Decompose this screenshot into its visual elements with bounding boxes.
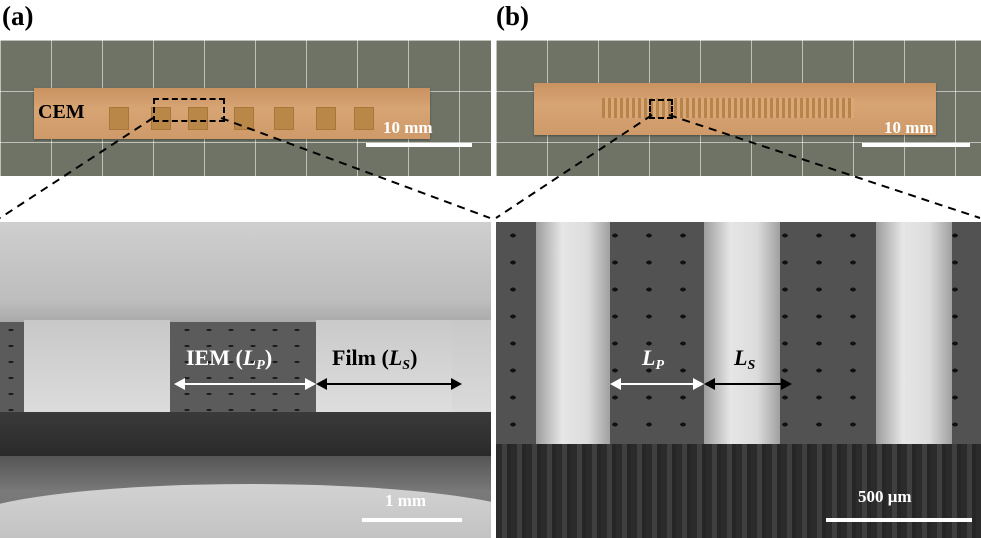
ls-arrow-a — [316, 378, 462, 390]
sem-b-scale-bar — [826, 518, 972, 522]
iem-block — [452, 320, 491, 412]
iem-pad — [274, 107, 294, 130]
panel-b-label: (b) — [496, 1, 529, 31]
membrane-strip-a — [34, 88, 430, 139]
connector-b-right — [668, 114, 981, 219]
panel-b-sem: LP LS 500 μm — [496, 222, 981, 538]
ls-annotation-b: LS — [734, 345, 756, 373]
iem-pad — [109, 107, 129, 130]
membrane-strip-b — [534, 83, 936, 135]
fracture-cross-section — [496, 444, 981, 538]
ls-arrow-b — [704, 378, 792, 390]
photo-b-scale-label: 10 mm — [884, 118, 934, 137]
lp-annotation-b: LP — [642, 345, 665, 373]
iem-stripe — [536, 222, 610, 444]
connector-a-left — [0, 117, 154, 219]
cross-section — [0, 412, 491, 456]
panel-b-photo: 10 mm — [496, 40, 981, 176]
bottom-curve — [0, 484, 491, 538]
zoom-region-box-b — [649, 99, 673, 119]
photo-a-scale-label: 10 mm — [383, 118, 433, 137]
lp-arrow-a — [174, 378, 316, 390]
connector-b-left — [495, 114, 653, 219]
panel-a-sem: IEM (LP) Film (LS) 1 mm — [0, 222, 491, 538]
panel-a-label: (a) — [2, 1, 34, 31]
iem-block — [316, 320, 466, 412]
film-annotation: Film (LS) — [332, 345, 418, 373]
zoom-connectors — [0, 114, 981, 219]
slot-array — [602, 98, 854, 118]
iem-pad — [316, 107, 336, 130]
lp-arrow-b — [610, 378, 704, 390]
panel-a-photo: CEM 10 mm — [0, 40, 491, 176]
iem-annotation: IEM (LP) — [186, 345, 273, 373]
iem-stripe — [876, 222, 952, 444]
sem-b-scale-label: 500 μm — [858, 487, 912, 506]
iem-block — [24, 320, 170, 412]
sem-a-scale-label: 1 mm — [385, 491, 427, 510]
zoom-region-box-a — [153, 98, 225, 122]
iem-pad — [354, 107, 374, 130]
iem-stripe — [704, 222, 780, 444]
iem-pad — [188, 107, 208, 130]
photo-a-scale-bar — [366, 143, 472, 147]
sem-a-scale-bar — [362, 518, 462, 522]
connector-a-right — [220, 117, 491, 219]
cem-label: CEM — [38, 101, 85, 123]
photo-b-scale-bar — [862, 143, 970, 147]
